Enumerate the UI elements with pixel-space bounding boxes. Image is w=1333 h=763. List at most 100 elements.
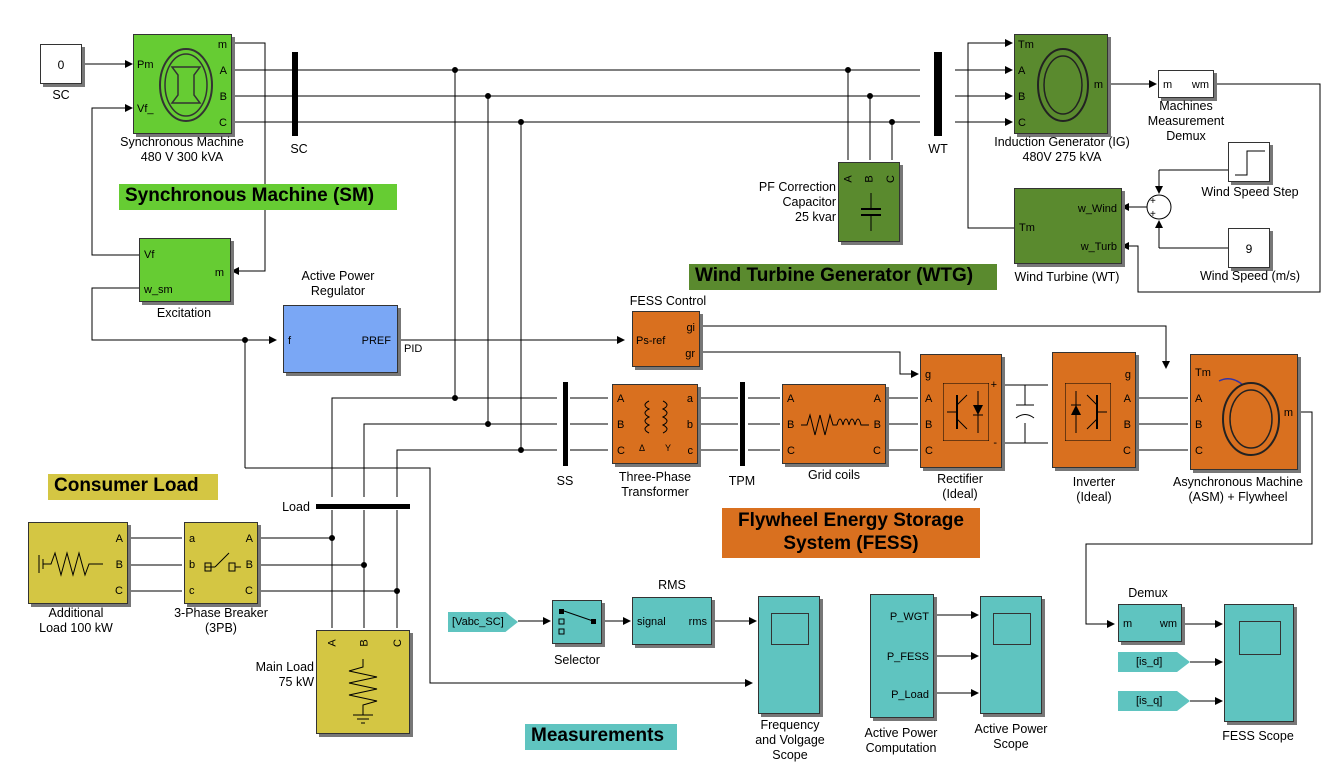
three-phase-breaker-block[interactable]: a b c A B C [184,522,258,604]
svg-text:Y: Y [665,443,671,453]
sync-machine-label: Synchronous Machine 480 V 300 kVA [110,135,254,165]
rectifier-block[interactable]: g A B C + - [920,354,1002,468]
frequency-voltage-scope-block[interactable] [758,596,820,714]
wind-speed-step-block[interactable] [1228,142,1270,182]
main-load-port-a: A [326,639,339,647]
machines-demux-block[interactable]: m wm [1158,70,1214,98]
breaker-switch-icon [204,552,241,572]
apc-port-pwgt: P_WGT [889,611,929,623]
transformer-port-c-out: c [687,445,694,457]
asm-icon [1218,378,1280,456]
inverter-block[interactable]: g A B C [1052,352,1136,468]
main-load-label: Main Load 75 kW [240,660,314,690]
pf-cap-port-c: C [884,175,897,183]
tpm-bus-bar[interactable] [740,382,745,466]
transformer-label-line1: Three-Phase [618,470,692,484]
additional-load-label: Additional Load 100 kW [20,606,132,636]
fess-scope-block[interactable] [1224,604,1294,722]
excitation-block[interactable]: Vf w_sm m [139,238,231,302]
active-power-computation-block[interactable]: P_WGT P_FESS P_Load [870,594,934,718]
aps-label-line2: Scope [993,737,1029,751]
rms-block[interactable]: signal rms [632,597,712,645]
ig-port-c: C [1018,117,1026,129]
sm-port-vf: Vf_ [137,103,154,115]
demux-port-wm: wm [1159,618,1177,630]
fess-control-block[interactable]: Ps-ref gi gr [632,311,700,367]
grid-coils-block[interactable]: A B C A B C [782,384,886,464]
sm-port-b: B [219,91,227,103]
sum-plus-2: + [1150,209,1156,220]
asm-label-line2: (ASM) + Flywheel [1188,490,1288,504]
apr-label-line1: Active Power [301,269,375,283]
asm-port-b: B [1195,419,1203,431]
apr-output-label: PID [404,343,423,355]
sum-plus-1: + [1150,196,1156,207]
excitation-port-m: m [214,267,224,279]
demux-block[interactable]: m wm [1118,604,1182,642]
selector-icon [558,609,596,635]
induction-generator-block[interactable]: Tm A B C m [1014,34,1108,134]
rectifier-label: Rectifier (Ideal) [912,472,1008,502]
asm-label: Asynchronous Machine (ASM) + Flywheel [1160,475,1316,505]
section-title-sm: Synchronous Machine (SM) [119,184,397,210]
pf-cap-label-line2: Capacitor [782,195,837,209]
selector-block[interactable] [552,600,602,644]
sc-constant-value: 0 [57,58,65,72]
grid-coils-port-b-out: B [873,419,881,431]
synchronous-machine-block[interactable]: Pm Vf_ m A B C [133,34,232,134]
demux-port-m: m [1123,618,1133,630]
pf-capacitor-label: PF Correction Capacitor 25 kvar [740,180,836,225]
ss-bus-label: SS [556,474,574,488]
apr-label-line2: Regulator [310,284,366,298]
rectifier-port-c: C [925,445,933,457]
apr-port-pref: PREF [361,335,391,347]
breaker-label-line1: 3-Phase Breaker [174,606,268,620]
active-power-scope-block[interactable] [980,596,1042,714]
load-bus-bar[interactable] [316,504,410,509]
rms-port-signal: signal [637,616,666,628]
rectifier-label-line1: Rectifier [937,472,983,486]
apc-label: Active Power Computation [846,726,956,756]
fess-control-port-psref: Ps-ref [636,335,666,347]
wt-bus-bar[interactable] [934,52,942,136]
wind-turbine-block[interactable]: Tm w_Wind w_Turb [1014,188,1122,264]
transformer-port-b-out: b [686,419,693,431]
ss-bus-bar[interactable] [563,382,568,466]
demux-title: Demux [1128,586,1168,600]
vabc-goto-tag[interactable]: [Vabc_SC] [448,612,518,632]
transformer-port-a-in: A [617,393,625,405]
pf-capacitor-block[interactable]: A B C [838,162,900,242]
additional-load-block[interactable]: A B C [28,522,128,604]
asm-block[interactable]: Tm A B C m [1190,354,1298,470]
resistor-inductor-icon [801,413,869,436]
rectifier-port-b: B [925,419,933,431]
sc-constant-block[interactable]: 0 [40,44,82,84]
wt-port-tm: Tm [1019,222,1035,234]
breaker-label-line2: (3PB) [205,621,237,635]
additional-load-label-line1: Additional [48,606,104,620]
transformer-port-c-in: C [617,445,625,457]
apc-label-line1: Active Power [864,726,938,740]
is-d-goto-tag[interactable]: [is_d] [1118,652,1190,672]
sc-breaker-bar[interactable] [292,52,298,136]
wind-speed-step-label: Wind Speed Step [1201,185,1299,199]
wt-port-wwind: w_Wind [1077,203,1117,215]
active-power-regulator-block[interactable]: f PREF [283,305,398,373]
inverter-label-line2: (Ideal) [1076,490,1112,504]
grid-coils-port-b-in: B [787,419,795,431]
excitation-label: Excitation [156,306,212,320]
transformer-block[interactable]: A B C a b c Δ Y [612,384,698,464]
is-q-goto-tag[interactable]: [is_q] [1118,691,1190,711]
ig-label-line2: 480V 275 kVA [1022,150,1102,164]
rectifier-plus: + [990,379,997,391]
inverter-port-g: g [1124,369,1131,381]
grid-coils-port-a-in: A [787,393,795,405]
fess-scope-label: FESS Scope [1222,729,1294,743]
wind-speed-block[interactable]: 9 [1228,228,1270,268]
wind-speed-label: Wind Speed (m/s) [1199,269,1301,283]
main-load-block[interactable]: A B C [316,630,410,734]
section-title-measurements: Measurements [525,724,677,750]
breaker-label: 3-Phase Breaker (3PB) [160,606,282,636]
wt-port-wturb: w_Turb [1080,241,1117,253]
